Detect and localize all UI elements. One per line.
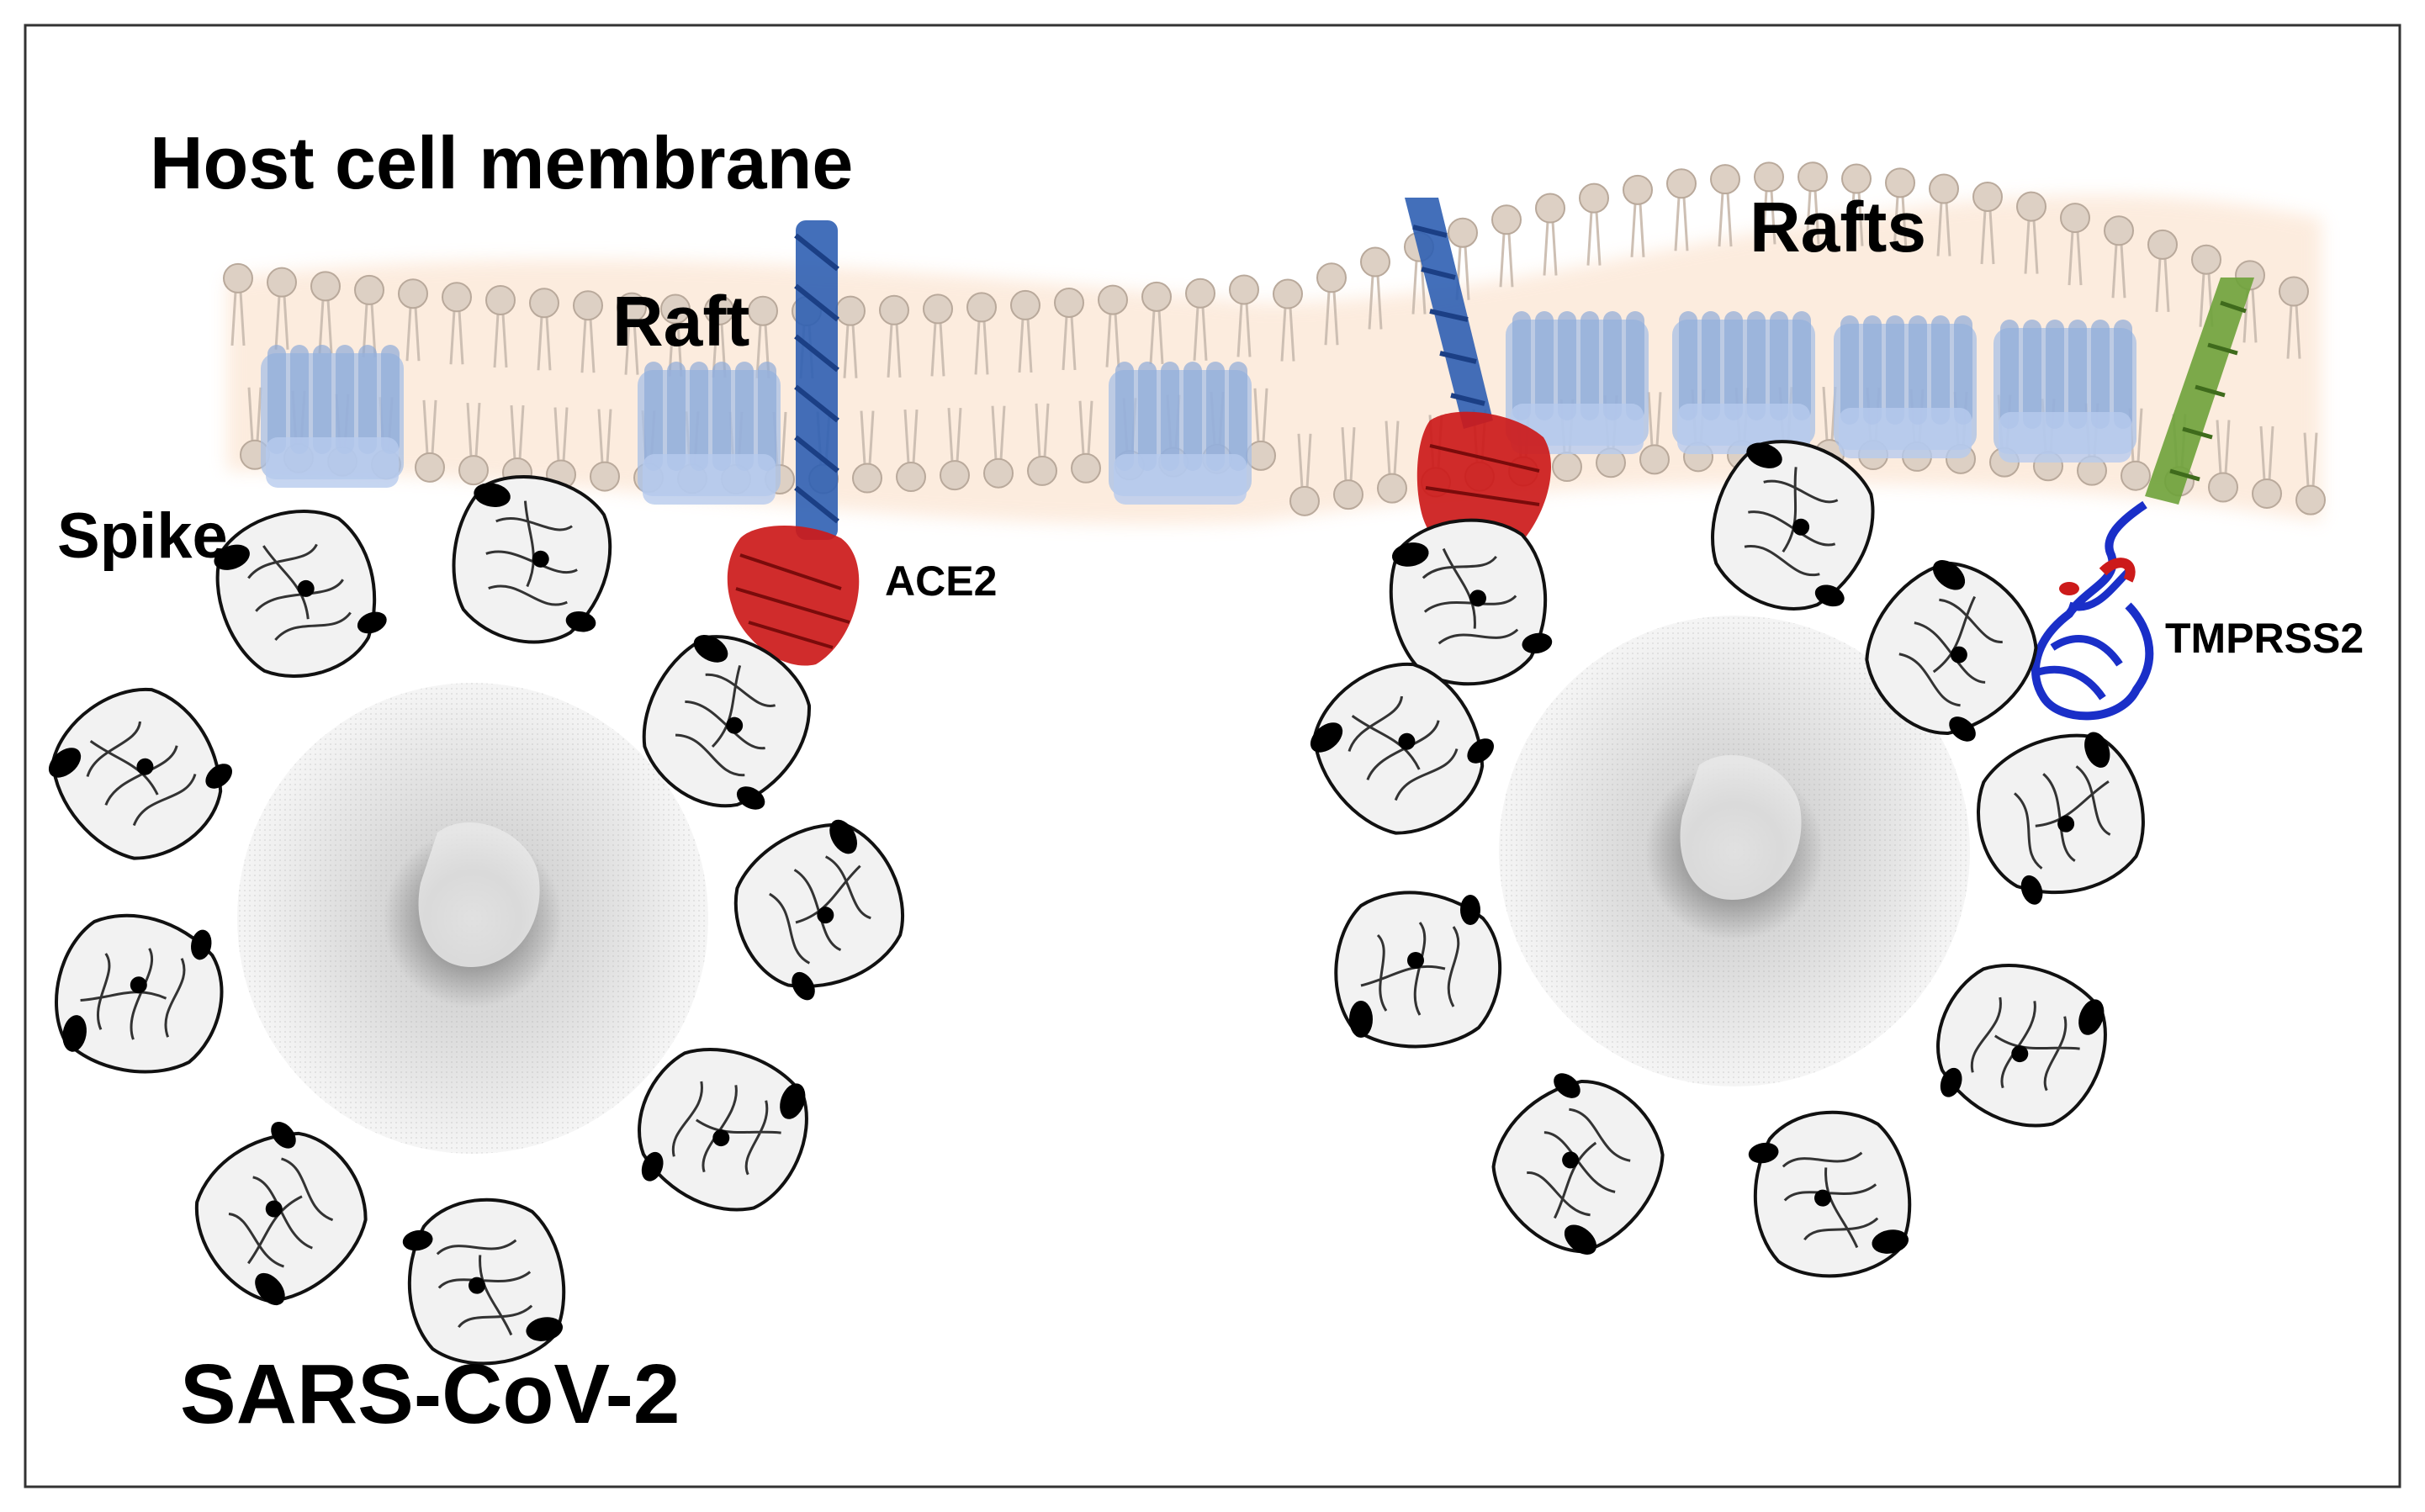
raft-cluster	[1993, 320, 2136, 463]
lipid-molecule	[223, 262, 253, 346]
raft-cluster	[1672, 311, 1815, 454]
ace2-label: ACE2	[885, 558, 998, 605]
lipid-molecule	[573, 290, 603, 373]
spike-protein	[642, 635, 811, 810]
lipid-molecule	[1841, 163, 1872, 246]
lipid-molecule	[1316, 262, 1347, 346]
lipid-molecule	[896, 409, 926, 493]
spike-protein	[402, 1197, 566, 1366]
lipid-molecule	[1027, 403, 1057, 486]
spike-protein	[55, 913, 224, 1074]
raft-cluster	[638, 362, 781, 505]
lipid-molecule	[529, 288, 559, 371]
spike-label: Spike	[57, 500, 228, 572]
lipid-molecule	[1054, 287, 1084, 371]
rafts-label: Rafts	[1750, 188, 1927, 267]
lipid-molecule	[1666, 168, 1697, 251]
lipid-molecule	[458, 402, 489, 486]
lipid-molecule	[748, 295, 778, 378]
lipid-molecule	[1972, 181, 2003, 265]
lipid-molecule	[442, 282, 472, 365]
spike-protein	[1936, 964, 2107, 1128]
raft-protein-clusters	[261, 311, 2136, 505]
virion-left	[237, 683, 708, 1154]
lipid-molecule	[966, 292, 997, 375]
raft-cluster	[1109, 362, 1252, 505]
spike-protein	[733, 819, 905, 1001]
tmprss2-protease	[2031, 278, 2254, 721]
lipid-molecule	[1229, 274, 1259, 357]
lipid-molecule	[398, 278, 428, 362]
lipid-molecule	[617, 292, 647, 375]
lipid-molecule	[1273, 278, 1303, 362]
lipid-molecule	[267, 267, 297, 350]
tmprss2-label: TMPRSS2	[2165, 615, 2364, 662]
lipid-molecule	[1141, 281, 1172, 364]
lipid-molecule	[2295, 432, 2326, 515]
spike-protein	[452, 475, 612, 644]
lipid-molecule	[1929, 173, 1959, 256]
spike-protein	[214, 510, 387, 678]
lipid-molecule	[1710, 164, 1740, 247]
lipid-molecule	[1798, 161, 1828, 245]
lipid-molecule	[2208, 420, 2238, 503]
spike-protein	[48, 687, 232, 860]
lipid-molecule	[660, 293, 691, 377]
lipid-molecule	[1639, 392, 1670, 475]
lipid-molecule	[940, 408, 970, 491]
sars-cov-2-label: SARS-CoV-2	[180, 1347, 680, 1441]
raft-cluster	[1506, 311, 1649, 454]
spike-proteins-right	[1310, 440, 2145, 1278]
spike-protein	[1711, 440, 1875, 611]
lipid-molecule	[1010, 289, 1040, 373]
raft-cluster	[1834, 315, 1977, 458]
lipid-molecule	[590, 409, 620, 492]
raft-label: Raft	[612, 282, 750, 361]
lipid-molecule	[835, 295, 866, 378]
lipid-molecule	[879, 294, 909, 378]
lipid-molecule	[1333, 427, 1363, 510]
lipid-molecule	[1185, 278, 1215, 361]
spike-protein	[1310, 662, 1494, 835]
lipid-molecule	[852, 410, 882, 494]
spike-proteins-left	[48, 475, 905, 1366]
lipid-molecule	[1754, 161, 1784, 245]
ace2-receptor-left	[727, 220, 860, 666]
lipid-molecule	[2147, 229, 2178, 312]
lipid-molecule	[1579, 182, 1609, 266]
spike-protein	[194, 1122, 368, 1306]
lipid-molecule	[1491, 204, 1522, 288]
raft-cluster	[261, 345, 404, 488]
lipid-molecule	[2252, 426, 2282, 509]
host-cell-membrane-label: Host cell membrane	[150, 121, 854, 204]
spike-protein	[1491, 1073, 1665, 1255]
lipid-molecule	[415, 399, 445, 483]
lipid-molecule	[1071, 400, 1101, 484]
lipid-molecule	[2279, 276, 2309, 359]
lipid-molecule	[1885, 167, 1915, 251]
spike-protein	[1977, 732, 2145, 905]
lipid-molecule	[923, 293, 953, 377]
spike-protein	[1865, 560, 2038, 742]
lipid-molecule	[1623, 174, 1653, 257]
spike-protein	[1334, 891, 1502, 1049]
lipid-molecule	[2016, 191, 2046, 274]
lipid-molecule	[485, 284, 516, 368]
virion-right	[1499, 616, 1970, 1086]
lipid-molecule	[2060, 203, 2090, 286]
lipid-molecule	[1098, 284, 1128, 367]
lipid-molecule	[1535, 193, 1565, 276]
spike-protein	[1389, 518, 1553, 686]
lipid-molecule	[1377, 420, 1407, 504]
spike-protein	[1748, 1110, 1912, 1278]
lipid-molecule	[1246, 388, 1276, 471]
lipid-molecule	[2104, 215, 2134, 299]
lipid-molecule	[983, 405, 1014, 489]
lipid-molecule	[1360, 246, 1390, 330]
lipid-molecule	[1289, 433, 1320, 516]
lipid-molecule	[310, 271, 341, 354]
spike-protein	[638, 1048, 808, 1212]
